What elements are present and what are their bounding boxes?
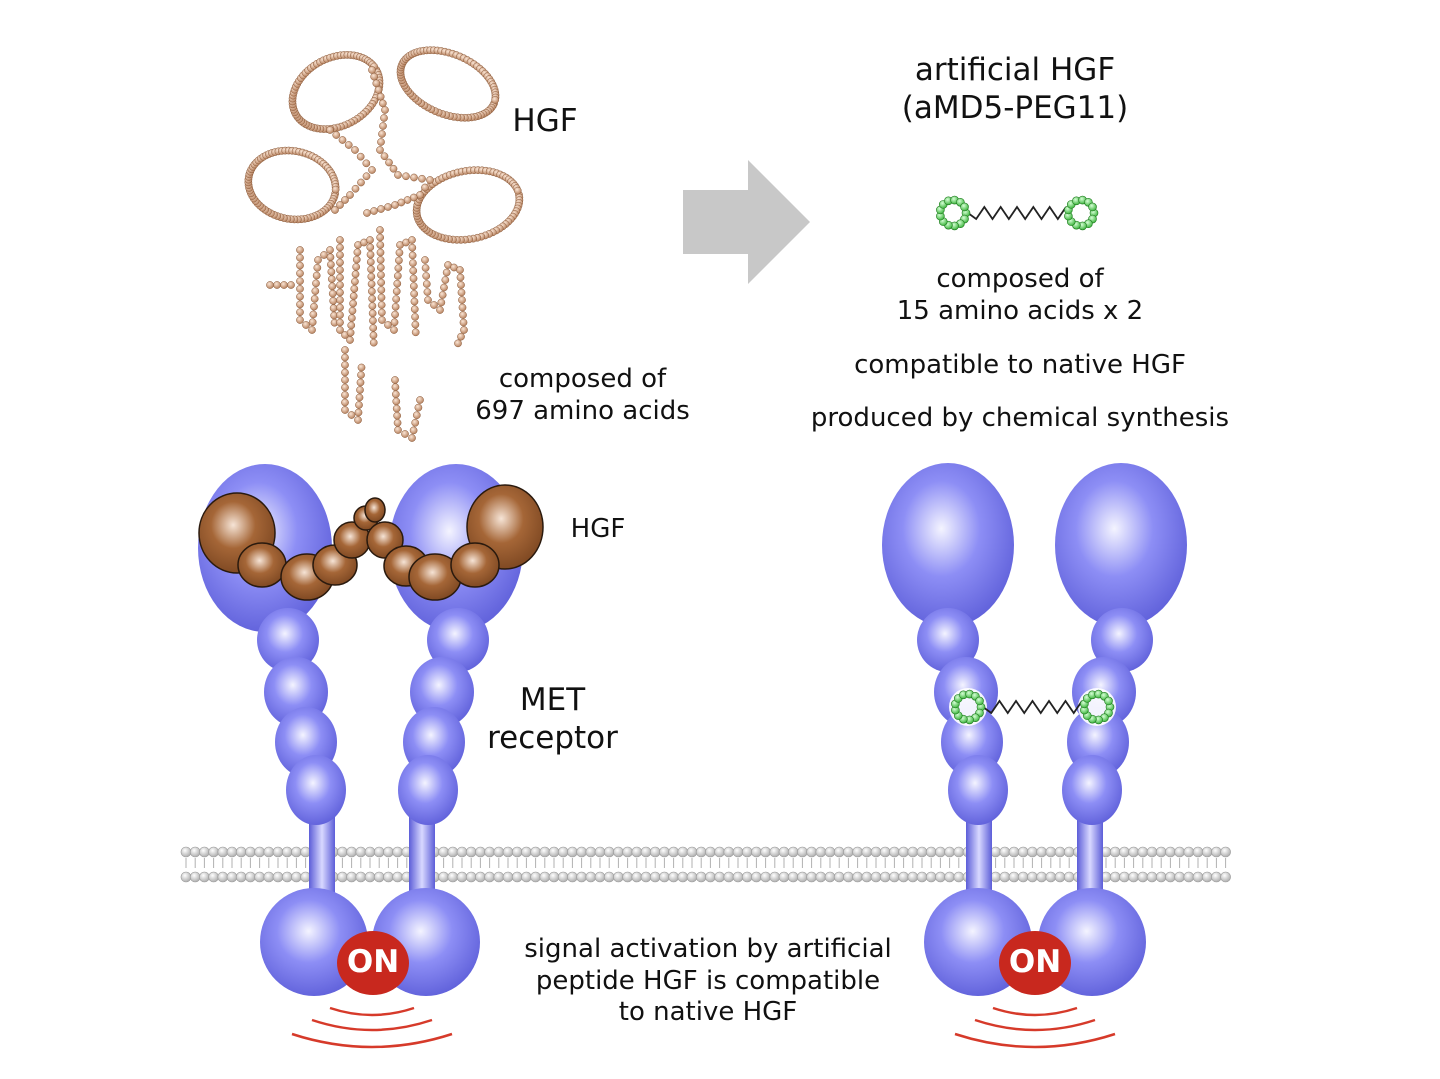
bound-hgf [198,484,544,601]
signal-line-3: to native HGF [618,997,798,1028]
cell-membrane [180,846,1231,883]
artificial-composition-line-1: composed of [936,264,1104,294]
met-label-line-1: MET [519,682,586,718]
on-signal-badge-left [337,931,409,995]
composition-line-1: composed of [498,364,667,394]
artificial-title-line-2: (aMD5-PEG11) [901,89,1129,126]
on-label-right: ON [1008,944,1062,980]
met-label-line-2: receptor [487,719,618,756]
artificial-composition-line-2: 15 amino acids x 2 [896,295,1144,326]
composition-line-2: 697 amino acids [475,395,690,426]
cyclic-peptide-dimer-icon [936,195,1099,231]
signal-waves-left [291,1006,453,1049]
bound-artificial-hgf [949,688,1116,726]
met-receptor-right-pair [882,463,1187,1049]
native-hgf-structure [244,46,524,442]
signal-waves-right [954,1006,1116,1049]
met-receptor-label: MET receptor [470,682,635,758]
production-note: produced by chemical synthesis [810,403,1230,433]
signal-line-2: peptide HGF is compatible [535,965,881,996]
artificial-title-line-1: artificial HGF [914,52,1116,88]
on-signal-badge-right [999,931,1071,995]
signal-line-1: signal activation by artificial [524,934,892,964]
artificial-hgf-composition: composed of 15 amino acids x 2 [840,264,1200,327]
bound-hgf-label: HGF [570,514,626,544]
compatibility-note: compatible to native HGF [854,350,1186,380]
native-hgf-composition: composed of 697 amino acids [450,364,715,427]
met-receptor-left-pair [198,464,544,1049]
artificial-hgf-title: artificial HGF (aMD5-PEG11) [860,52,1170,128]
signal-activation-caption: signal activation by artificial peptide … [488,934,928,1029]
on-label-left: ON [346,944,400,980]
right-arrow-icon [683,160,810,284]
native-hgf-label: HGF [512,103,578,139]
